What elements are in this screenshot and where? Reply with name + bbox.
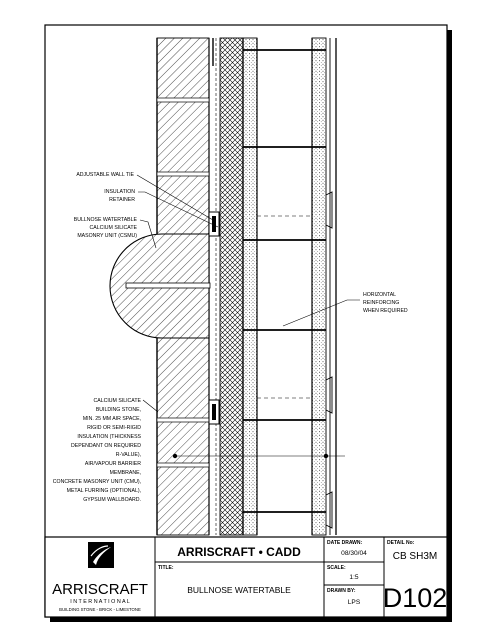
drawn-by-label: DRAWN BY:: [327, 588, 356, 594]
wall-section: [109, 37, 345, 536]
wall-tie-plate-upper: [208, 211, 220, 237]
build-line: RIGID OR SEMI-RIGID: [87, 425, 141, 431]
wall-tie-plate-lower: [208, 399, 220, 425]
build-line: DEPENDANT ON REQUIRED: [71, 443, 141, 449]
build-line: AIR/VAPOUR BARRIER: [85, 461, 141, 467]
build-line: MEMBRANE,: [110, 470, 141, 476]
title-block: ARRISCRAFT I N T E R N A T I O N A L BUI…: [44, 536, 448, 618]
build-line: METAL FURRING (OPTIONAL),: [67, 488, 141, 494]
label-horizontal-3: WHEN REQUIRED: [363, 308, 408, 314]
label-horizontal-1: HORIZONTAL: [363, 292, 396, 298]
logo-tagline: BUILDING STONE - BRICK - LIMESTONE: [59, 607, 141, 612]
label-horizontal-2: REINFORCING: [363, 300, 399, 306]
label-insulation-retainer-2: RETAINER: [109, 197, 135, 203]
detail-label: DETAIL No:: [387, 540, 415, 546]
build-line: CONCRETE MASONRY UNIT (CMU),: [53, 479, 141, 485]
date-value: 08/30/04: [341, 550, 367, 557]
title-label: TITLE:: [158, 565, 174, 571]
detail-number: D102: [383, 583, 448, 613]
label-bullnose-3: MASONRY UNIT (CSMU): [77, 233, 137, 239]
label-bullnose-2: CALCIUM SILICATE: [90, 225, 138, 231]
logo-international: I N T E R N A T I O N A L: [70, 599, 130, 605]
build-line: INSULATION (THICKNESS: [77, 434, 141, 440]
concrete-masonry-unit: [242, 37, 327, 536]
detail-code: CB SH3M: [393, 551, 437, 562]
build-line: R-VALUE),: [116, 452, 141, 458]
company-heading: ARRISCRAFT • CADD: [177, 545, 301, 559]
build-line: GYPSUM WALLBOARD.: [83, 497, 141, 503]
build-line: BUILDING STONE,: [96, 407, 141, 413]
wall-build-note: CALCIUM SILICATE BUILDING STONE, MIN. 25…: [53, 398, 142, 503]
date-label: DATE DRAWN:: [327, 540, 363, 546]
bullnose-watertable: [109, 233, 211, 339]
label-bullnose-1: BULLNOSE WATERTABLE: [74, 217, 138, 223]
logo-name: ARRISCRAFT: [52, 581, 148, 598]
furring-and-gypsum: [325, 38, 337, 535]
scale-label: SCALE:: [327, 565, 346, 571]
arriscraft-logo: ARRISCRAFT I N T E R N A T I O N A L BUI…: [52, 542, 148, 612]
drawing-title: BULLNOSE WATERTABLE: [187, 585, 291, 595]
build-line: CALCIUM SILICATE: [94, 398, 142, 404]
scale-value: 1:5: [349, 574, 358, 581]
drawn-by-value: LPS: [348, 599, 361, 606]
label-adjustable-wall-tie: ADJUSTABLE WALL TIE: [76, 172, 134, 178]
build-line: MIN. 25 MM AIR SPACE,: [83, 416, 141, 422]
rigid-insulation: [219, 37, 244, 536]
annotation-leaders: [136, 174, 360, 413]
label-insulation-retainer-1: INSULATION: [104, 189, 135, 195]
